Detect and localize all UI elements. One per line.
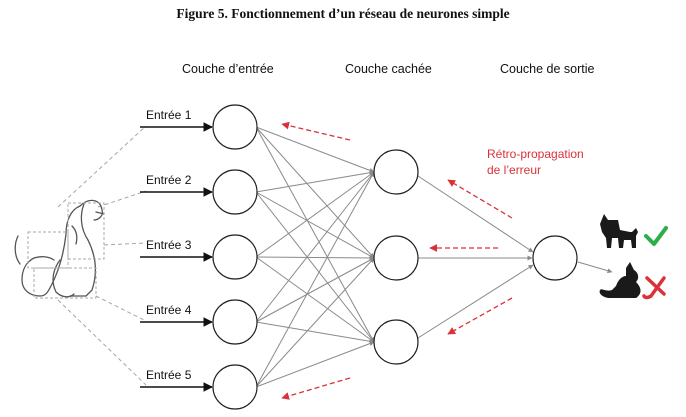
- input-neuron-3: [212, 234, 258, 280]
- hidden-layer-header: Couche cachée: [345, 62, 432, 76]
- input-neuron-2: [212, 169, 258, 215]
- hidden-neuron-1: [373, 149, 419, 195]
- result-dog-icon: [600, 214, 638, 248]
- dog-feature-boxes: [27, 202, 105, 299]
- input-layer-header: Couche d’entrée: [182, 62, 274, 76]
- input-arrows: [140, 122, 213, 392]
- figure-title: Figure 5. Fonctionnement d’un réseau de …: [176, 6, 510, 21]
- input-label-2: Entrée 2: [146, 173, 192, 187]
- output-neurons: [532, 235, 578, 281]
- input-neurons: [212, 104, 258, 410]
- input-neuron-1: [212, 104, 258, 150]
- dog-icon: [14, 199, 105, 298]
- backprop-label-line-2: de l’erreur: [487, 163, 542, 177]
- hidden-neurons: [373, 149, 419, 365]
- input-neuron-5: [212, 364, 258, 410]
- check-icon: [644, 226, 668, 246]
- input-label-4: Entrée 4: [146, 303, 192, 317]
- input-label-3: Entrée 3: [146, 238, 192, 252]
- result-cat-icon: [599, 262, 641, 298]
- input-neuron-4: [212, 299, 258, 345]
- backprop-label-line-1: Rétro-propagation: [487, 147, 584, 161]
- connections-input-hidden: [255, 126, 375, 388]
- connections-hidden-output: [417, 175, 613, 339]
- input-label-1: Entrée 1: [146, 108, 192, 122]
- cross-icon: [642, 276, 666, 300]
- hidden-neuron-2: [373, 235, 419, 281]
- dog-input-guides: [57, 125, 147, 386]
- input-label-5: Entrée 5: [146, 368, 192, 382]
- backprop-label: Rétro-propagation de l’erreur: [487, 146, 584, 178]
- hidden-neuron-3: [373, 319, 419, 365]
- output-layer-header: Couche de sortie: [500, 62, 595, 76]
- backprop-arrows: [281, 121, 513, 400]
- output-neuron: [532, 235, 578, 281]
